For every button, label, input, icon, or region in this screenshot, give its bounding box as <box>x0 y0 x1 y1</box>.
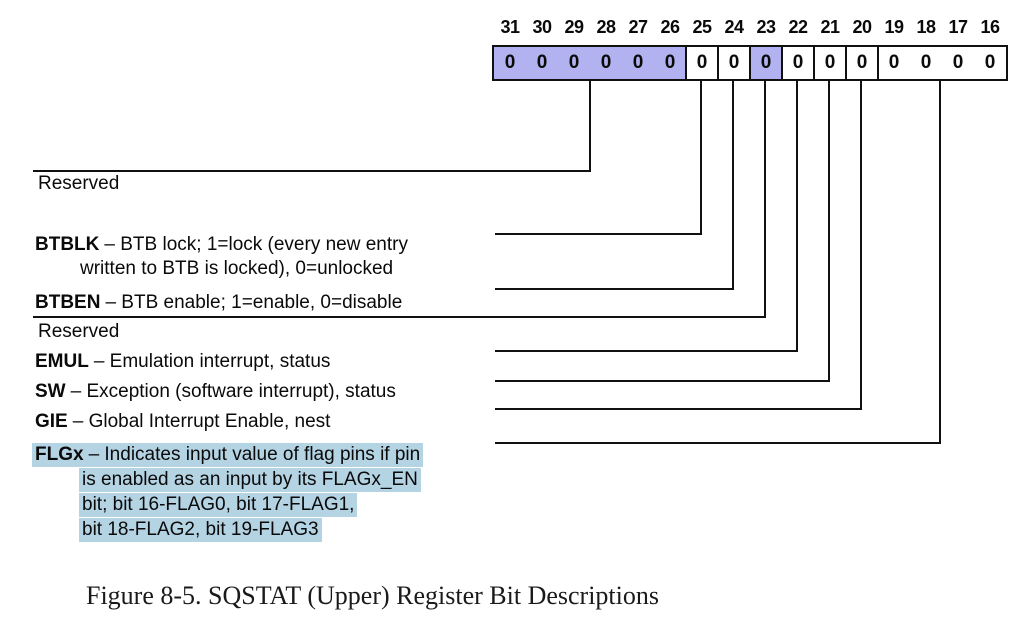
description-text: Reserved <box>38 173 120 194</box>
description-text: – Exception (software interrupt), status <box>70 381 396 402</box>
highlighted-cell-bits-31-26 <box>494 47 686 79</box>
bit-number: 21 <box>820 17 840 37</box>
description-gie: GIE– Global Interrupt Enable, nest <box>35 411 330 432</box>
bit-number: 17 <box>948 17 968 37</box>
bit-number: 29 <box>564 17 584 37</box>
description-reserved-upper: Reserved <box>38 173 119 194</box>
description-text: bit; bit 16-FLAG0, bit 17-FLAG1, <box>82 494 355 515</box>
description-btblk-line1: BTBLK– BTB lock; 1=lock (every new entry <box>35 234 408 255</box>
highlighted-text: bit 18-FLAG2, bit 19-FLAG3 <box>79 518 322 542</box>
field-label: FLGx <box>35 444 84 465</box>
description-flgx-line3: bit; bit 16-FLAG0, bit 17-FLAG1, <box>79 493 358 517</box>
description-btben: BTBEN– BTB enable; 1=enable, 0=disable <box>35 292 402 313</box>
bit-number: 18 <box>916 17 936 37</box>
connector-horizontal-emul <box>495 350 798 352</box>
bit-number: 28 <box>596 17 616 37</box>
highlighted-text: bit; bit 16-FLAG0, bit 17-FLAG1, <box>79 493 358 517</box>
bit-value: 0 <box>504 52 516 73</box>
description-emul: EMUL– Emulation interrupt, status <box>35 351 330 372</box>
bit-number: 20 <box>852 17 872 37</box>
highlighted-text: FLGx– Indicates input value of flag pins… <box>32 443 424 467</box>
bit-number: 31 <box>500 17 520 37</box>
bit-number-row: 31 30 29 28 27 26 25 24 23 22 21 20 19 1… <box>494 17 1006 37</box>
connector-horizontal-btben <box>495 288 734 290</box>
bit-value: 0 <box>760 52 772 73</box>
register-field-box: 0 0 0 0 0 0 0 0 0 0 0 0 0 0 0 0 <box>492 45 1008 81</box>
connector-vertical-emul <box>796 81 798 350</box>
field-label: BTBLK <box>35 234 100 255</box>
bit-value: 0 <box>984 52 996 73</box>
connector-vertical-flgx <box>939 81 941 442</box>
bit-number: 16 <box>980 17 1000 37</box>
bit-value: 0 <box>792 52 804 73</box>
connector-horizontal-flgx <box>495 442 941 444</box>
field-label: GIE <box>35 411 68 432</box>
description-sw: SW– Exception (software interrupt), stat… <box>35 381 396 402</box>
bit-value: 0 <box>600 52 612 73</box>
cell-divider <box>845 47 847 79</box>
connector-vertical-reserved-lower <box>764 81 766 316</box>
connector-vertical-sw <box>828 81 830 380</box>
description-flgx-line1: FLGx– Indicates input value of flag pins… <box>32 443 424 467</box>
description-btblk-line2: written to BTB is locked), 0=unlocked <box>80 258 393 279</box>
description-text: – BTB enable; 1=enable, 0=disable <box>105 292 403 313</box>
bit-value: 0 <box>536 52 548 73</box>
description-text: written to BTB is locked), 0=unlocked <box>80 258 394 279</box>
figure-caption: Figure 8-5. SQSTAT (Upper) Register Bit … <box>86 581 659 610</box>
description-text: – BTB lock; 1=lock (every new entry <box>104 234 408 255</box>
bit-value: 0 <box>696 52 708 73</box>
field-label: EMUL <box>35 351 89 372</box>
connector-horizontal-btblk <box>495 233 702 235</box>
bit-value: 0 <box>888 52 900 73</box>
description-flgx-line2: is enabled as an input by its FLAGx_EN <box>79 468 421 492</box>
description-text: – Indicates input value of flag pins if … <box>88 444 421 465</box>
highlighted-cell-bit-23 <box>750 47 782 79</box>
connector-horizontal-reserved-lower <box>33 316 766 318</box>
cell-divider <box>717 47 719 79</box>
bit-value: 0 <box>920 52 932 73</box>
cell-divider <box>685 47 687 79</box>
bit-value: 0 <box>856 52 868 73</box>
connector-vertical-gie <box>860 81 862 408</box>
bit-number: 19 <box>884 17 904 37</box>
description-text: is enabled as an input by its FLAGx_EN <box>82 469 418 490</box>
description-text: – Emulation interrupt, status <box>93 351 331 372</box>
cell-divider <box>877 47 879 79</box>
bit-number: 25 <box>692 17 712 37</box>
bit-number: 26 <box>660 17 680 37</box>
bit-value: 0 <box>568 52 580 73</box>
bit-value: 0 <box>824 52 836 73</box>
connector-vertical-btblk <box>700 81 702 233</box>
connector-horizontal-sw <box>495 380 830 382</box>
description-flgx-line4: bit 18-FLAG2, bit 19-FLAG3 <box>79 518 322 542</box>
bit-value: 0 <box>664 52 676 73</box>
field-label: SW <box>35 381 66 402</box>
connector-vertical-reserved-upper <box>589 81 591 170</box>
connector-horizontal-reserved-upper <box>33 170 591 172</box>
bit-value-row: 0 0 0 0 0 0 0 0 0 0 0 0 0 0 0 0 <box>494 47 1006 79</box>
cell-divider <box>749 47 751 79</box>
field-label: BTBEN <box>35 292 101 313</box>
bit-number: 30 <box>532 17 552 37</box>
description-reserved-lower: Reserved <box>38 321 119 342</box>
connector-horizontal-gie <box>495 408 862 410</box>
bit-value: 0 <box>632 52 644 73</box>
connector-vertical-btben <box>732 81 734 288</box>
bit-number: 22 <box>788 17 808 37</box>
bit-value: 0 <box>728 52 740 73</box>
description-text: – Global Interrupt Enable, nest <box>72 411 331 432</box>
bit-value: 0 <box>952 52 964 73</box>
description-text: Reserved <box>38 321 120 342</box>
cell-divider <box>813 47 815 79</box>
bit-number: 23 <box>756 17 776 37</box>
highlighted-text: is enabled as an input by its FLAGx_EN <box>79 468 421 492</box>
bit-number: 24 <box>724 17 744 37</box>
cell-divider <box>781 47 783 79</box>
bit-number: 27 <box>628 17 648 37</box>
description-text: bit 18-FLAG2, bit 19-FLAG3 <box>82 519 319 540</box>
